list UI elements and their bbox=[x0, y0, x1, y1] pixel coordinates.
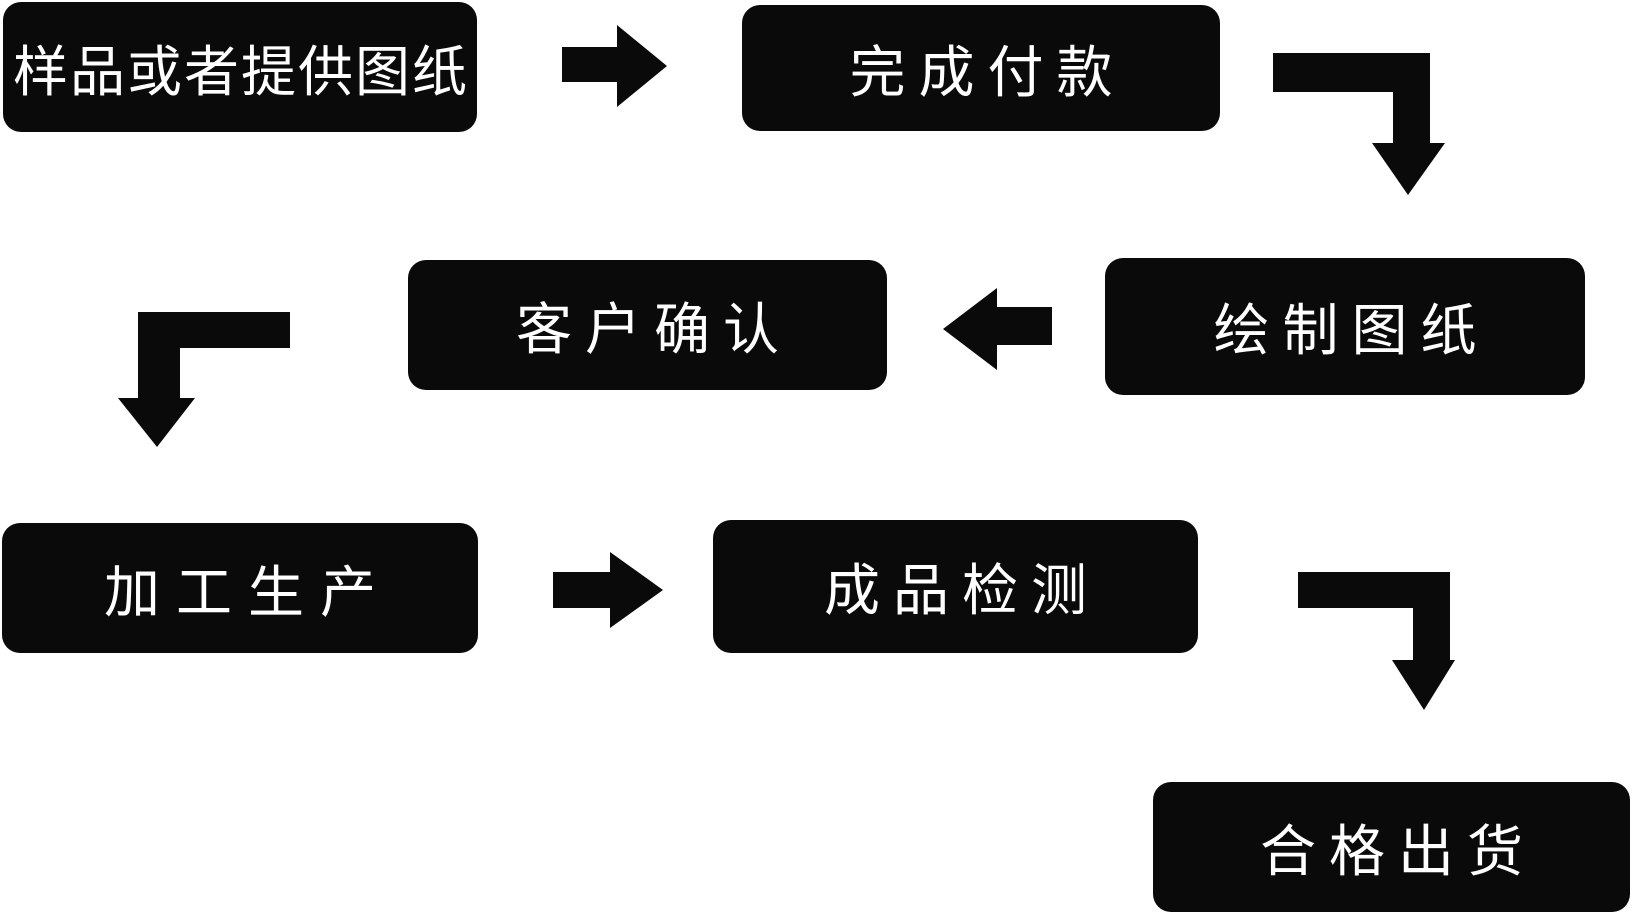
node-sample-or-drawings: 样品或者提供图纸 bbox=[3, 2, 477, 132]
arrow-elbow-down-icon bbox=[1298, 572, 1455, 710]
arrow-elbow-down-icon bbox=[1273, 53, 1445, 195]
node-label: 成品检测 bbox=[824, 559, 1100, 622]
arrow-right-icon bbox=[562, 25, 667, 107]
node-finished-product-inspection: 成品检测 bbox=[713, 520, 1198, 653]
node-label: 绘制图纸 bbox=[1213, 299, 1490, 362]
node-label: 样品或者提供图纸 bbox=[12, 41, 469, 103]
node-qualified-shipment: 合格出货 bbox=[1153, 782, 1630, 912]
arrow-left-icon bbox=[943, 288, 1052, 370]
node-label: 客户确认 bbox=[516, 297, 792, 361]
arrow-right-icon bbox=[553, 552, 663, 628]
node-customer-confirmation: 客户确认 bbox=[408, 260, 887, 390]
node-draw-drawings: 绘制图纸 bbox=[1105, 258, 1585, 395]
node-label: 加工生产 bbox=[104, 560, 392, 624]
node-label: 合格出货 bbox=[1260, 819, 1536, 883]
node-complete-payment: 完成付款 bbox=[742, 5, 1220, 131]
node-processing-production: 加工生产 bbox=[2, 523, 478, 653]
node-label: 完成付款 bbox=[849, 40, 1126, 104]
arrow-elbow-down-left-icon bbox=[118, 312, 290, 447]
